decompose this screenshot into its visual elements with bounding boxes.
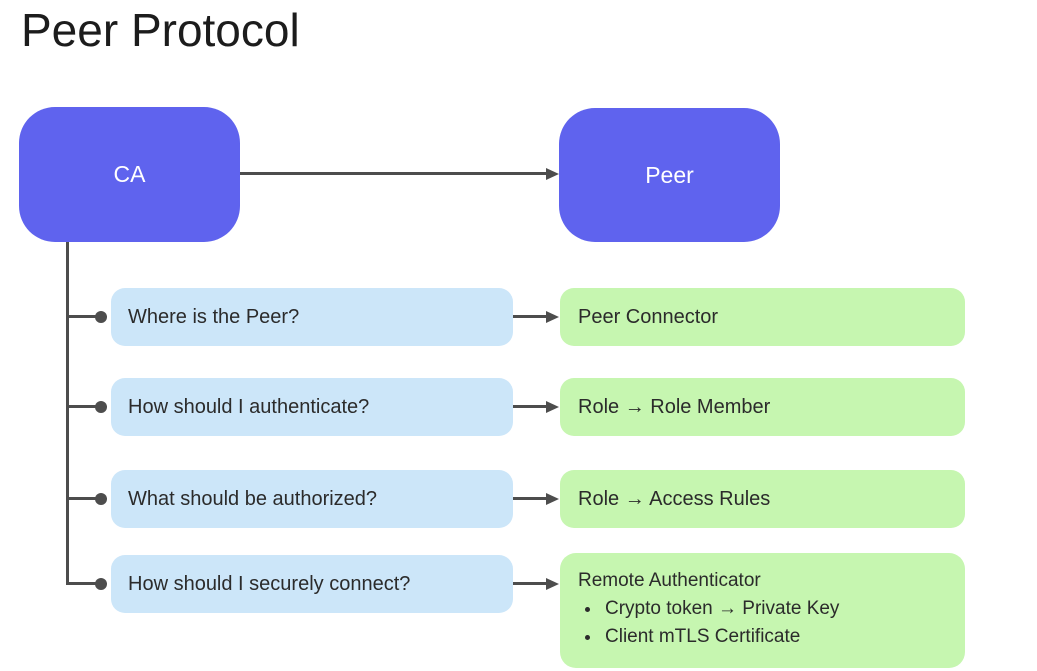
branch-dot-icon: [95, 311, 107, 323]
question-label-1: Where is the Peer?: [128, 305, 300, 328]
answer-label-3: Role → Access Rules: [578, 487, 771, 510]
connector-trunk: [66, 242, 69, 585]
arrowhead-icon: [546, 168, 559, 180]
answer-label-2: Role → Role Member: [578, 395, 771, 418]
connector-answer-1: [513, 315, 546, 318]
connector-branch-2: [66, 405, 97, 408]
connector-answer-2: [513, 405, 546, 408]
connector-branch-3: [66, 497, 97, 500]
arrowhead-icon: [546, 578, 559, 590]
page-title: Peer Protocol: [21, 4, 300, 56]
connector-answer-3: [513, 497, 546, 500]
answer-box-3: Role → Access Rules: [560, 470, 965, 528]
node-ca: CA: [19, 107, 240, 242]
answer-title-4: Remote Authenticator: [578, 570, 761, 591]
answer-bullet-item: Client mTLS Certificate: [602, 623, 947, 651]
question-label-3: What should be authorized?: [128, 487, 378, 510]
arrowhead-icon: [546, 401, 559, 413]
connector-ca-peer: [240, 172, 547, 175]
question-box-3: What should be authorized?: [111, 470, 513, 528]
answer-label-1: Peer Connector: [578, 305, 719, 328]
connector-branch-4: [66, 582, 97, 585]
answer-bullet-item: Crypto token → Private Key: [602, 595, 947, 623]
question-box-2: How should I authenticate?: [111, 378, 513, 436]
answer-box-4: Remote Authenticator Crypto token → Priv…: [560, 553, 965, 668]
branch-dot-icon: [95, 401, 107, 413]
connector-answer-4: [513, 582, 546, 585]
arrowhead-icon: [546, 493, 559, 505]
answer-bullet-list: Crypto token → Private Key Client mTLS C…: [578, 595, 947, 651]
question-box-1: Where is the Peer?: [111, 288, 513, 346]
answer-box-1: Peer Connector: [560, 288, 965, 346]
arrowhead-icon: [546, 311, 559, 323]
node-peer-label: Peer: [645, 161, 694, 188]
connector-branch-1: [66, 315, 97, 318]
node-ca-label: CA: [113, 161, 146, 187]
question-label-4: How should I securely connect?: [128, 572, 411, 595]
branch-dot-icon: [95, 493, 107, 505]
node-peer: Peer: [559, 108, 780, 242]
answer-box-2: Role → Role Member: [560, 378, 965, 436]
branch-dot-icon: [95, 578, 107, 590]
question-box-4: How should I securely connect?: [111, 555, 513, 613]
question-label-2: How should I authenticate?: [128, 395, 370, 418]
